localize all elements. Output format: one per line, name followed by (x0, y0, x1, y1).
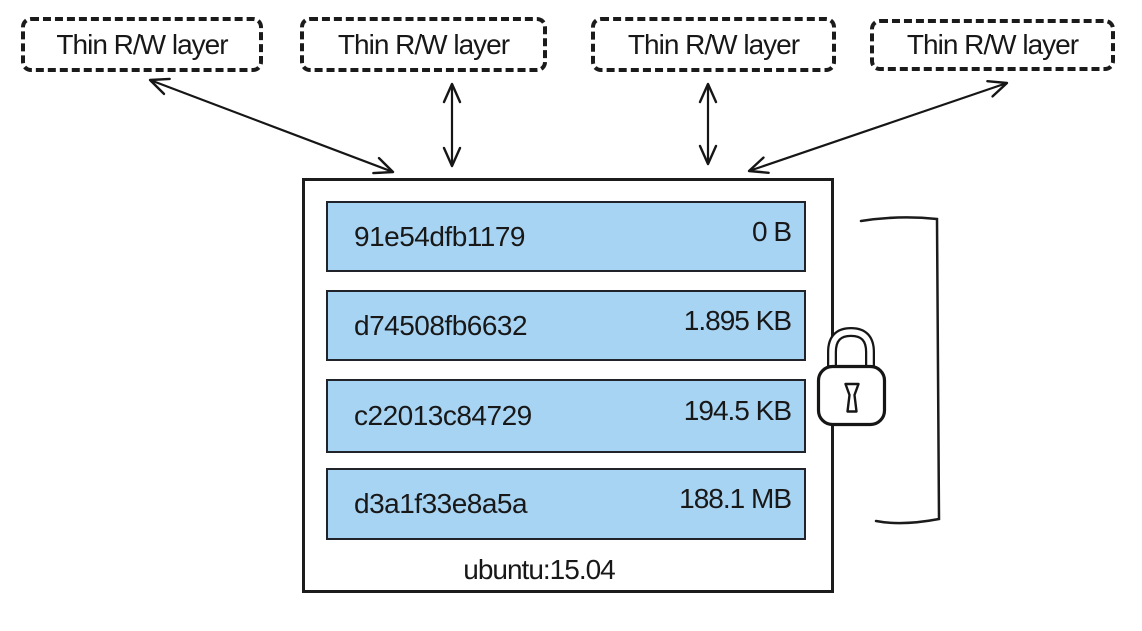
image-layer-row: d74508fb6632 1.895 KB (326, 290, 806, 361)
layer-size: 0 B (751, 215, 792, 247)
thin-rw-layer-label: Thin R/W layer (627, 28, 800, 60)
image-box: 91e54dfb1179 0 B d74508fb6632 1.895 KB c… (302, 178, 834, 593)
image-layer-row: 91e54dfb1179 0 B (326, 201, 806, 272)
thin-rw-layer-box-2: Thin R/W layer (300, 17, 547, 72)
thin-rw-layer-box-1: Thin R/W layer (21, 17, 263, 72)
thin-rw-layer-label: Thin R/W layer (906, 29, 1079, 60)
layer-id: d3a1f33e8a5a (354, 488, 528, 519)
layer-size: 194.5 KB (683, 395, 792, 426)
layer-id: d74508fb6632 (354, 309, 528, 341)
bidirectional-arrow-4 (747, 80, 1009, 174)
image-name-label: ubuntu:15.04 (463, 554, 616, 585)
layer-id: 91e54dfb1179 (354, 220, 526, 252)
bidirectional-arrow-1 (148, 77, 395, 175)
thin-rw-layer-label: Thin R/W layer (337, 28, 510, 60)
image-layer-row: d3a1f33e8a5a 188.1 MB (326, 468, 806, 540)
layer-size: 188.1 MB (679, 483, 792, 514)
layer-id: c22013c84729 (354, 400, 532, 431)
thin-rw-layer-label: Thin R/W layer (56, 28, 228, 60)
layer-size: 1.895 KB (683, 304, 792, 336)
image-layer-row: c22013c84729 194.5 KB (326, 379, 806, 453)
thin-rw-layer-box-3: Thin R/W layer (591, 17, 836, 72)
thin-rw-layer-box-4: Thin R/W layer (870, 19, 1115, 71)
image-layers-bracket (859, 216, 941, 525)
